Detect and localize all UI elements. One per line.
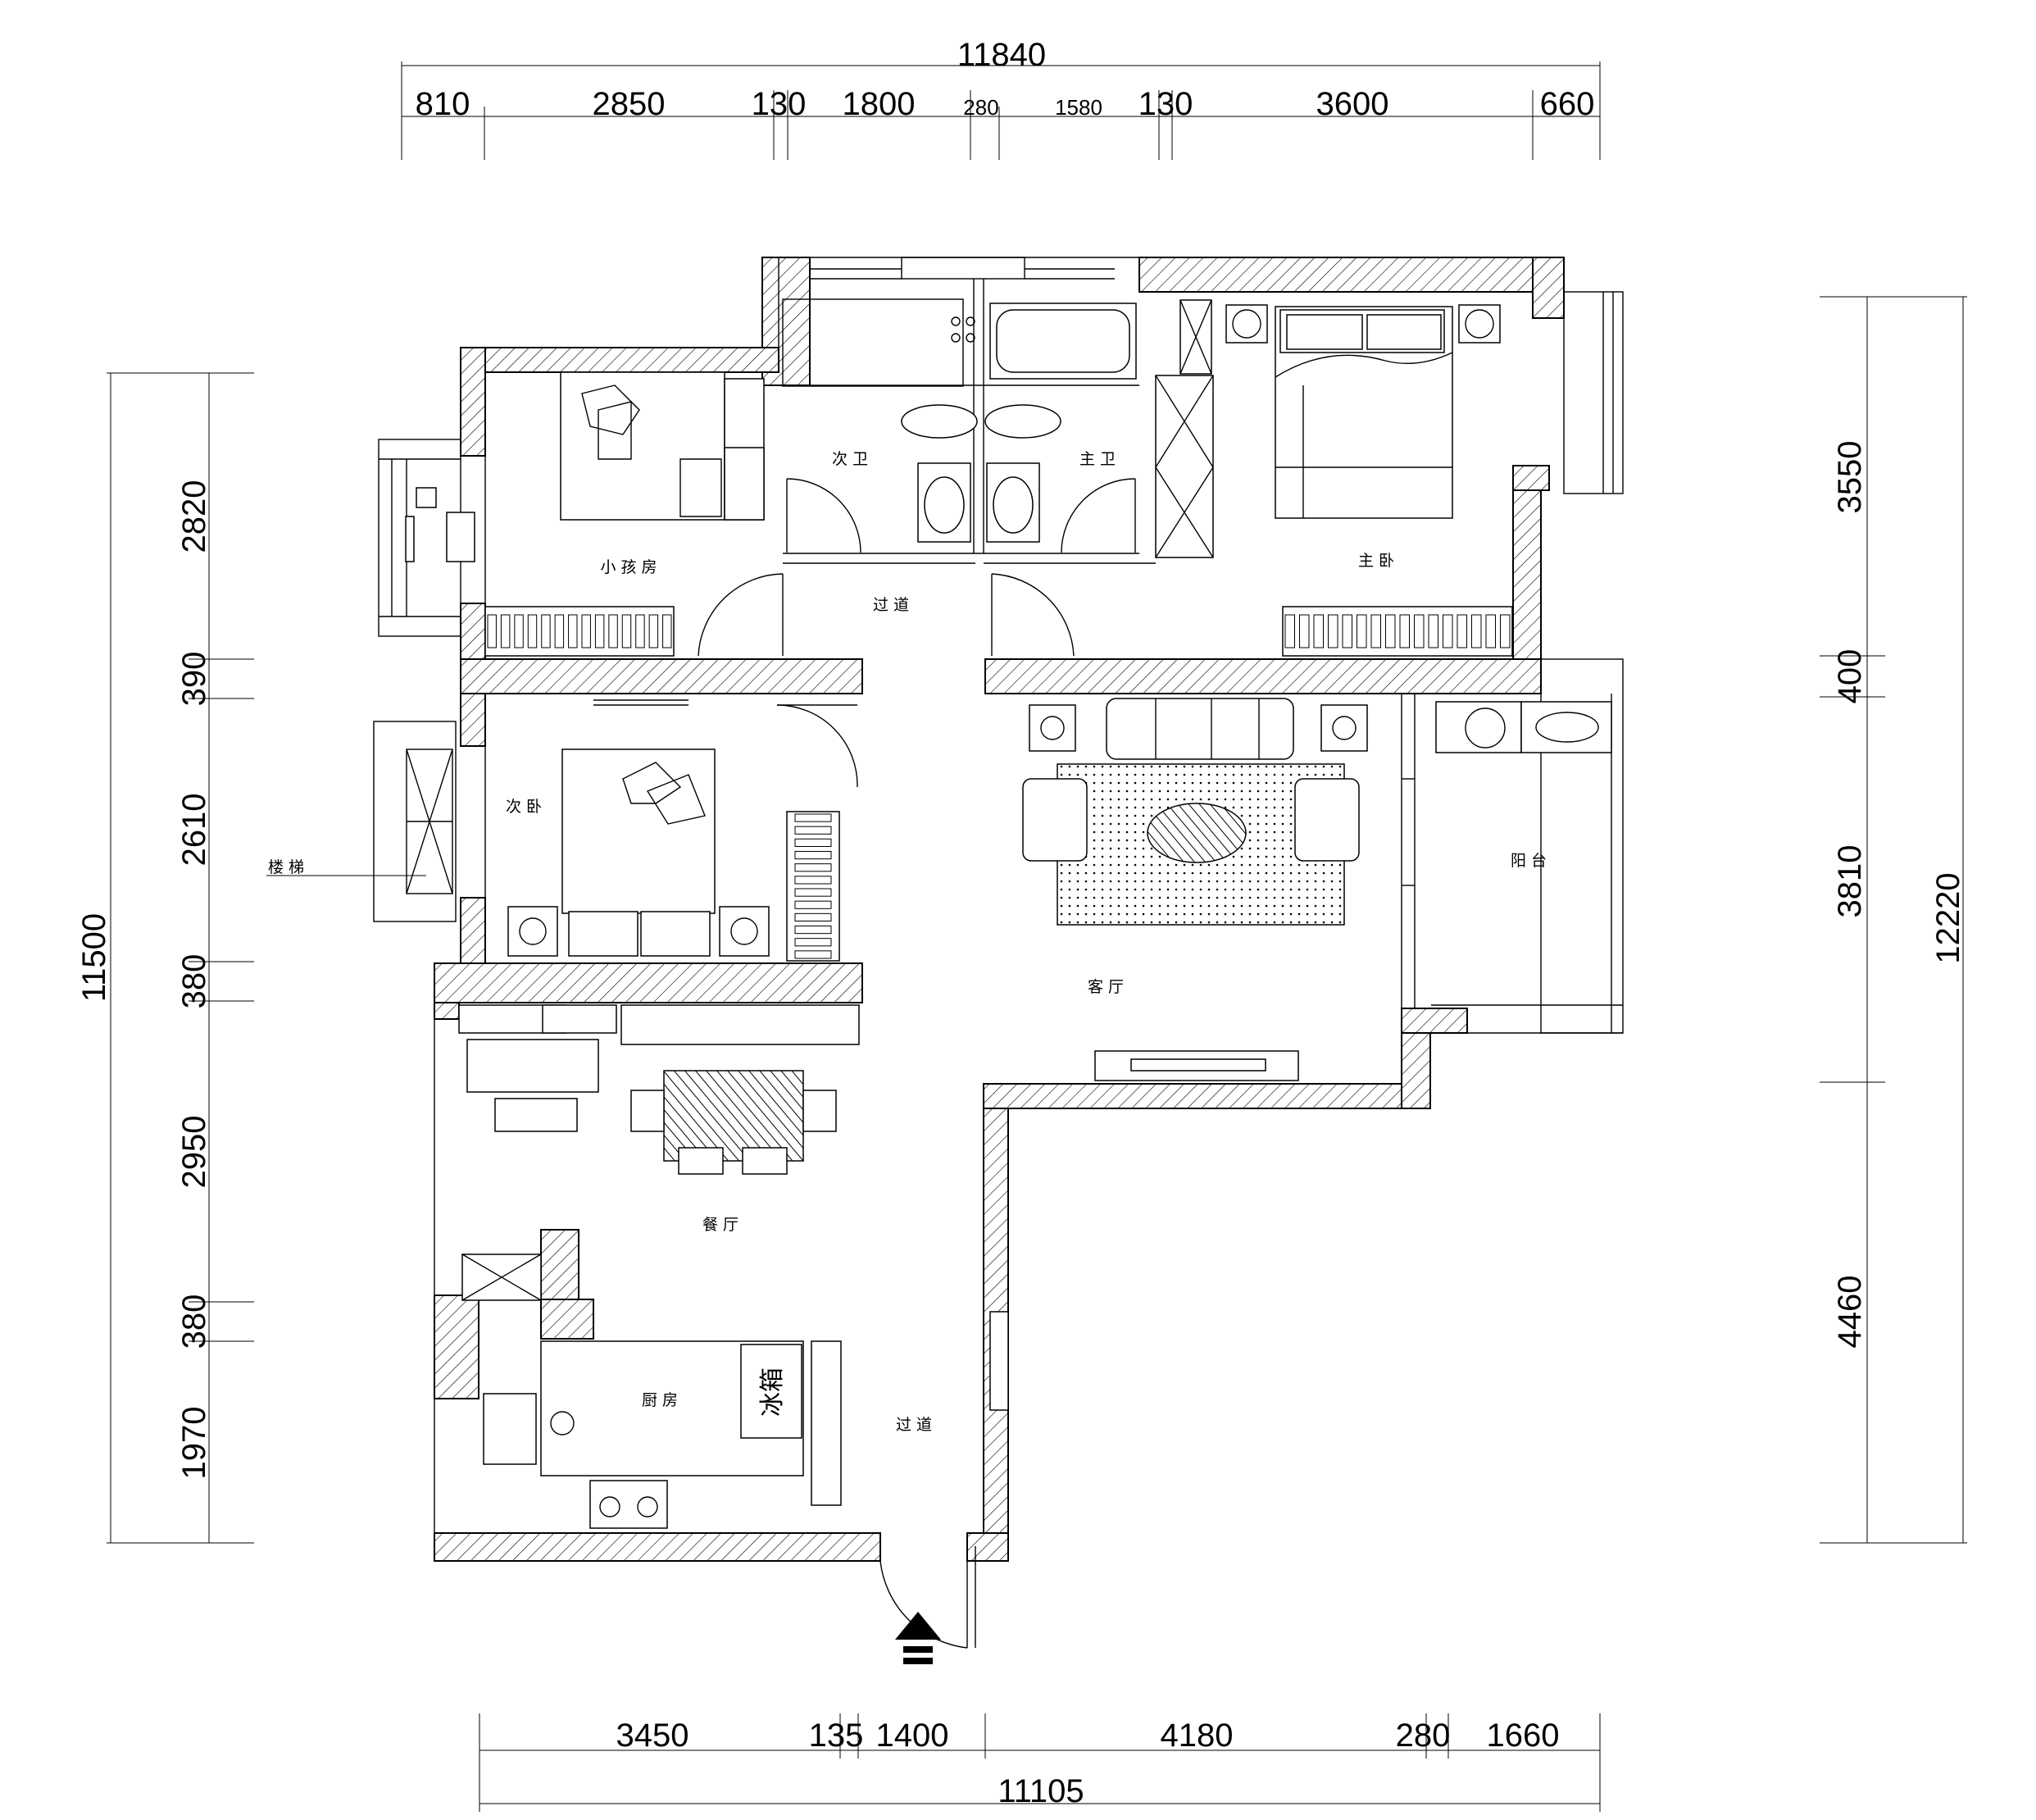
- bottom-dimension-3: 1400: [876, 1718, 949, 1754]
- label-second-bedroom: 次卧: [506, 798, 547, 816]
- bathroom-fixtures: [901, 303, 1137, 543]
- right-dimensions: 3550 400 3810 4460 12220: [1820, 296, 1967, 1544]
- top-dimension-4: 1800: [843, 86, 916, 122]
- bottom-dimensions: 3450 135 1400 4180 280 1660 11105: [479, 1713, 1601, 1812]
- child-bed: [560, 371, 765, 521]
- second-bed: [507, 699, 770, 957]
- bottom-dimension-5: 280: [1396, 1718, 1451, 1754]
- label-stairs: 楼梯: [268, 858, 309, 876]
- balcony-appliances: [1435, 701, 1612, 753]
- label-balcony: 阳台: [1511, 852, 1552, 870]
- label-master-bedroom: 主卧: [1358, 552, 1399, 570]
- left-dimension-2: 390: [176, 652, 212, 707]
- bottom-dimension-2: 135: [809, 1718, 864, 1754]
- label-child-room: 小孩房: [600, 558, 661, 576]
- left-total-dimension: 11500: [76, 913, 112, 1002]
- top-total-dimension: 11840: [957, 37, 1046, 73]
- label-kitchen: 厨房: [642, 1391, 683, 1409]
- wardrobe-slats: [487, 614, 672, 648]
- top-dimension-1: 810: [416, 86, 470, 122]
- top-dimension-5: 280: [963, 95, 998, 120]
- room-labels: 小孩房 次卫 主卫 过道 主卧 次卧 楼梯 阳台 客厅 餐厅 厨房 冰箱 过道: [268, 450, 1552, 1434]
- label-corridor-top: 过道: [873, 596, 914, 614]
- left-dimension-6: 380: [176, 1294, 212, 1349]
- top-dimension-9: 660: [1540, 86, 1595, 122]
- wardrobe-slats: [794, 813, 832, 959]
- left-dimension-4: 380: [176, 954, 212, 1009]
- bottom-dimension-4: 4180: [1161, 1718, 1234, 1754]
- label-living-room: 客厅: [1088, 978, 1129, 996]
- bottom-total-dimension: 11105: [998, 1773, 1084, 1809]
- wardrobe-slats: [1284, 614, 1511, 648]
- right-total-dimension: 12220: [1930, 872, 1966, 963]
- right-dimension-4: 4460: [1832, 1276, 1868, 1349]
- right-dimension-1: 3550: [1832, 441, 1868, 514]
- left-dimension-1: 2820: [176, 480, 212, 553]
- top-dimension-2: 2850: [593, 86, 666, 122]
- second-wardrobe: [786, 811, 840, 962]
- left-dimension-5: 2950: [176, 1116, 212, 1189]
- walls: [434, 257, 1565, 1562]
- left-dimensions: 2820 390 2610 380 2950 380 1970 11500: [76, 372, 254, 1544]
- master-bed: [1155, 299, 1501, 558]
- top-dimension-3: 130: [752, 86, 807, 122]
- right-dimension-3: 3810: [1832, 845, 1868, 918]
- dining-furniture: [458, 1004, 860, 1301]
- label-second-bath: 次卫: [832, 450, 873, 468]
- top-dimension-6: 1580: [1055, 95, 1102, 120]
- bottom-dimension-6: 1660: [1487, 1718, 1560, 1754]
- bottom-dimension-1: 3450: [616, 1718, 689, 1754]
- left-dimension-3: 2610: [176, 794, 212, 867]
- kitchen-furniture: [483, 1311, 1009, 1529]
- child-desk: [405, 487, 475, 562]
- child-wardrobe: [484, 606, 675, 657]
- entrance-arrow-icon: [895, 1612, 941, 1664]
- right-dimension-2: 400: [1832, 649, 1868, 704]
- living-furniture: [1022, 698, 1368, 1081]
- label-dining-room: 餐厅: [702, 1216, 743, 1234]
- top-dimension-8: 3600: [1316, 86, 1389, 122]
- left-dimension-7: 1970: [176, 1407, 212, 1480]
- label-master-bath: 主卫: [1079, 450, 1120, 468]
- doors: [698, 478, 1136, 1649]
- label-fridge: 冰箱: [758, 1367, 787, 1417]
- top-dimensions: 11840 810 2850 130 1800 280 1580 130 360…: [401, 37, 1601, 160]
- label-corridor-bottom: 过道: [896, 1416, 937, 1434]
- top-dimension-7: 130: [1138, 86, 1193, 122]
